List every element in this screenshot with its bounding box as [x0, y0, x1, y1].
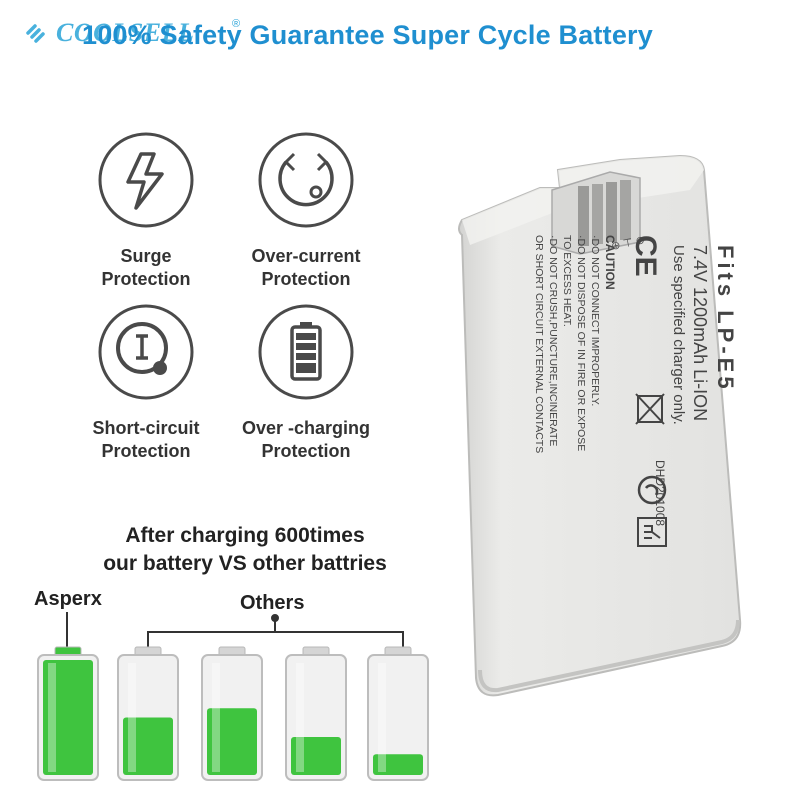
others-label: Others [240, 592, 305, 614]
battery-note: Use specified charger only. [670, 245, 687, 425]
battery-product: ⊕ ⊤ ⊖ Fits LP-E5 7.4V 1200mAh Li-ION Use… [458, 154, 742, 697]
battery-shine [128, 663, 136, 772]
battery-comparison [37, 612, 429, 781]
battery-other [201, 646, 263, 781]
comparison-title: After charging 600times our battery VS o… [103, 524, 387, 575]
battery-charge-icon [258, 304, 354, 400]
svg-text:TO EXCESS HEAT.: TO EXCESS HEAT. [561, 235, 573, 327]
svg-text:OR SHORT CIRCUIT EXTERNAL CONT: OR SHORT CIRCUIT EXTERNAL CONTACTS [533, 235, 545, 453]
battery-model: Fits LP-E5 [713, 245, 738, 393]
battery-label-text: Fits LP-E5 7.4V 1200mAh Li-ION Use speci… [533, 235, 738, 526]
battery-fill [43, 660, 93, 775]
brand-logo: COOLSELL [22, 18, 194, 48]
registered-mark: ® [232, 18, 241, 30]
certification-icon [637, 517, 667, 547]
battery-shell [367, 654, 429, 781]
recycle-icon [637, 475, 667, 505]
battery-shine [378, 663, 386, 772]
header: COOLSELL ® 100% Safety Guarantee Super C… [22, 18, 782, 62]
svg-text:·DO NOT CRUSH,PUNCTURE,INCINER: ·DO NOT CRUSH,PUNCTURE,INCINERATE [547, 235, 559, 446]
power-cycle-icon [258, 132, 354, 228]
brand-name: COOLSELL [56, 18, 195, 47]
battery-ours [37, 646, 99, 781]
battery-shine [48, 663, 56, 772]
svg-text:·DO NOT CONNECT IMPROPERLY.: ·DO NOT CONNECT IMPROPERLY. [589, 235, 601, 406]
recycle-bin-icon [635, 393, 665, 425]
battery-fill [291, 737, 341, 775]
page-headline: 100% Safety Guarantee Super Cycle Batter… [82, 20, 653, 50]
caution-title: CAUTION [603, 235, 617, 290]
battery-fill [123, 717, 173, 775]
ours-label: Asperx [34, 588, 102, 610]
ce-mark: CE [629, 235, 662, 277]
battery-fill [373, 754, 423, 775]
lightning-icon [98, 132, 194, 228]
battery-other [367, 646, 429, 781]
short-circuit-icon [98, 304, 194, 400]
battery-shine [212, 663, 220, 772]
battery-other [285, 646, 347, 781]
battery-fill [207, 708, 257, 775]
svg-text:·DO NOT DISPOSE OF IN FIRE OR: ·DO NOT DISPOSE OF IN FIRE OR EXPOSE [575, 235, 587, 451]
brand-swirl-icon [26, 24, 45, 43]
battery-other [117, 646, 179, 781]
battery-terminals [551, 171, 641, 255]
battery-spec: 7.4V 1200mAh Li-ION [690, 245, 710, 421]
battery-shine [296, 663, 304, 772]
